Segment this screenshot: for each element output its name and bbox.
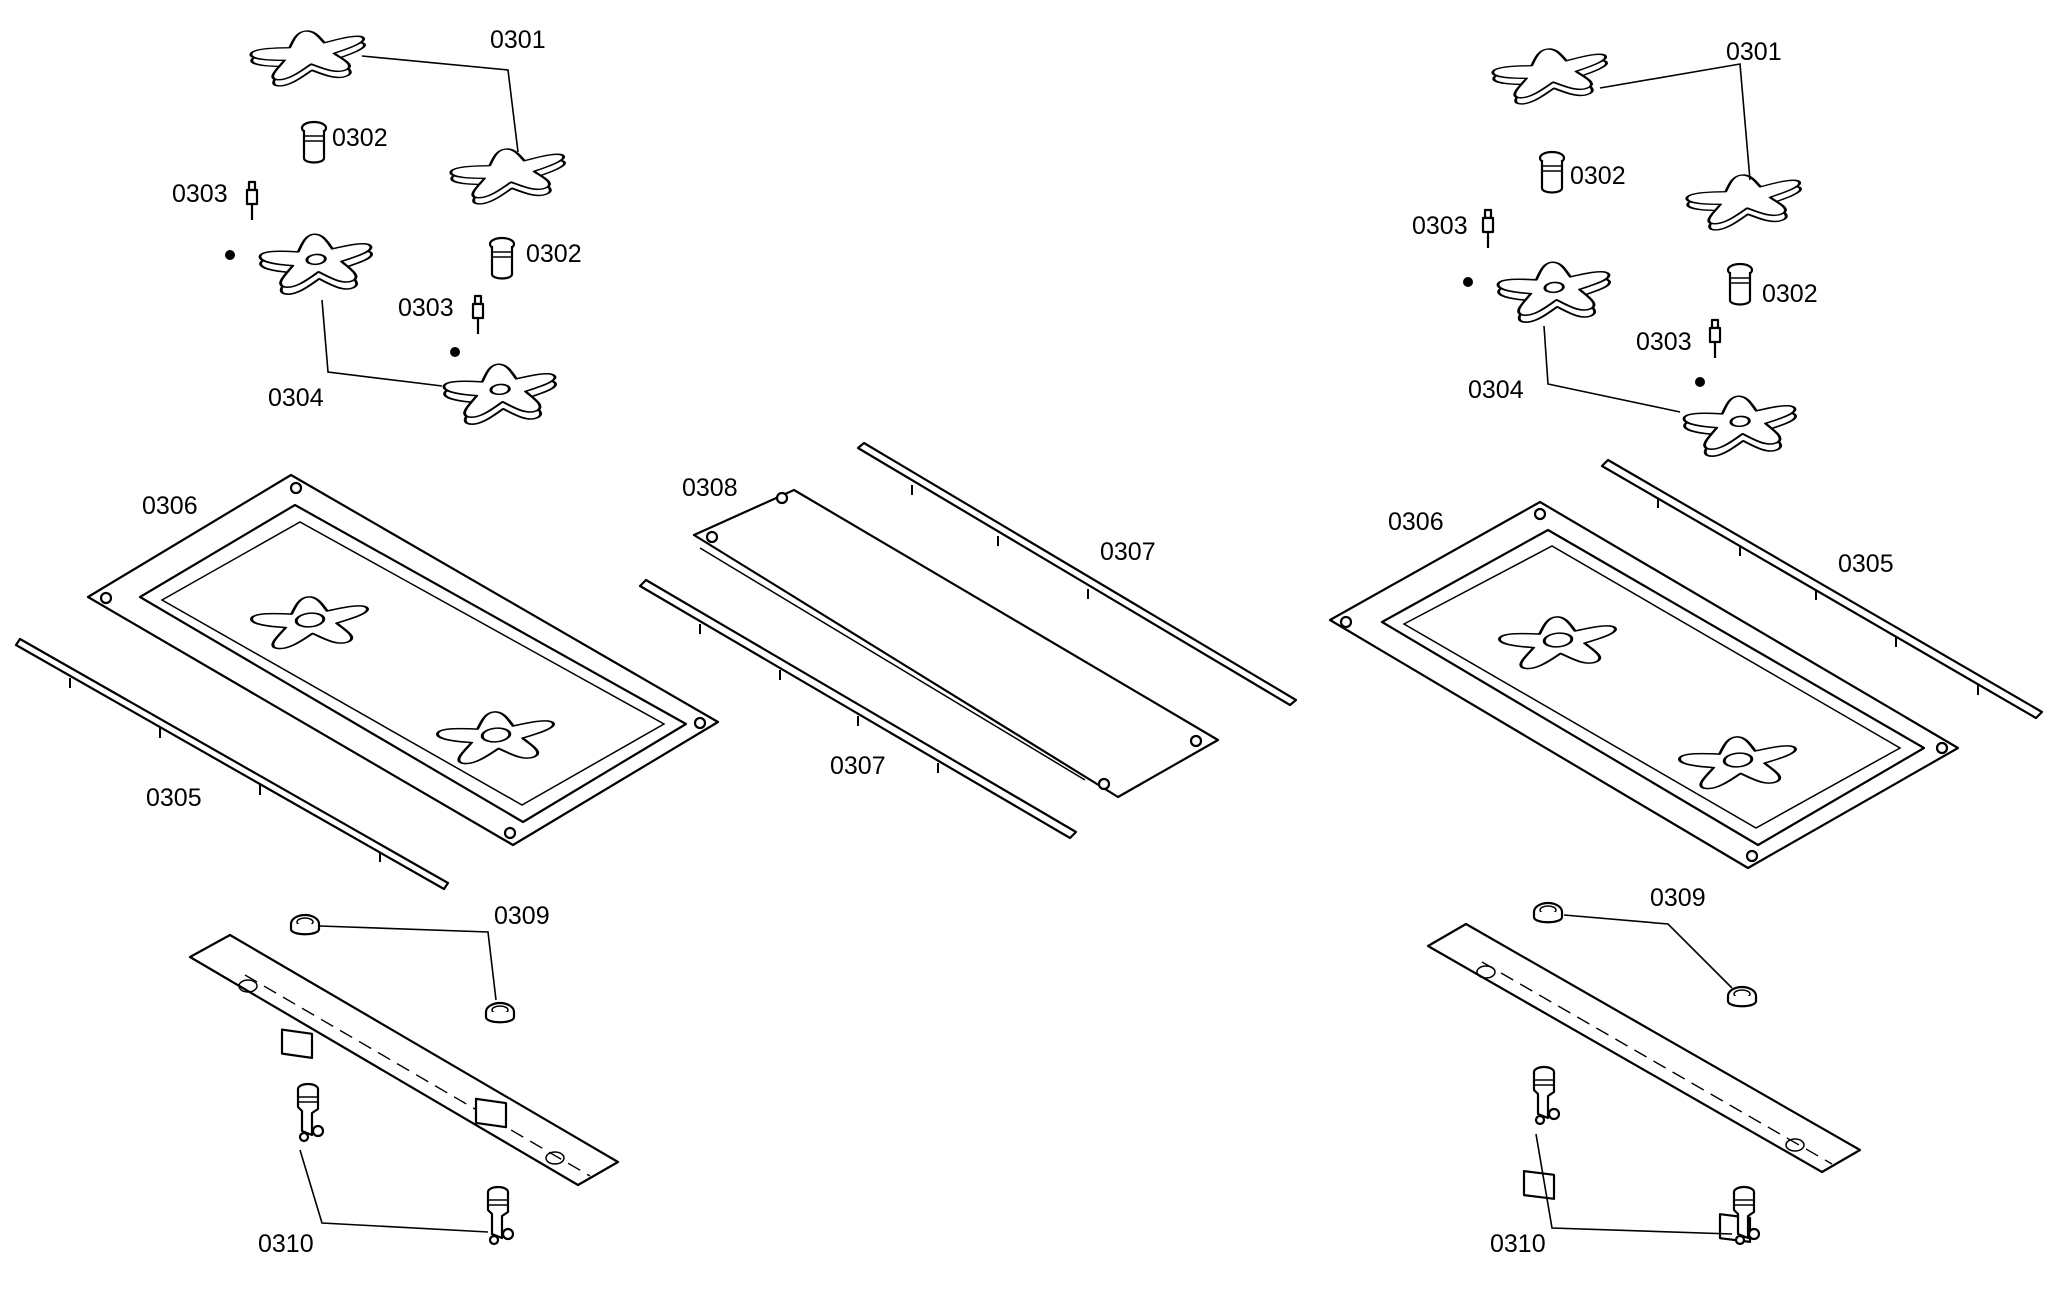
part-labels: 0301 0302 0303 0302 0303 0304 0306 0305 … bbox=[142, 26, 1894, 1258]
gas-valve-0310-right-a bbox=[1532, 1065, 1561, 1126]
leader-0304-right bbox=[1543, 325, 1681, 413]
leader-0310-right bbox=[1535, 1133, 1733, 1235]
electrode-cap-0302-right-a bbox=[1538, 150, 1566, 194]
burner-cap-0301-right-a bbox=[1489, 39, 1613, 109]
side-rail-0307-upper bbox=[856, 441, 1298, 707]
leader-0301-right bbox=[1599, 63, 1751, 181]
cover-plate-0308 bbox=[692, 488, 1220, 799]
support-bar-left bbox=[188, 933, 620, 1187]
label-0303-right-b: 0303 bbox=[1636, 328, 1692, 356]
label-0309-left: 0309 bbox=[494, 902, 550, 930]
label-0301-right: 0301 bbox=[1726, 38, 1782, 66]
electrode-cap-0302-left-b bbox=[488, 236, 516, 280]
label-0303-left-a: 0303 bbox=[172, 180, 228, 208]
thermocouple-pin-0303-left-a bbox=[245, 180, 259, 222]
label-0305-right: 0305 bbox=[1838, 550, 1894, 578]
ring-0309-right-a bbox=[1532, 901, 1564, 924]
label-0301-left: 0301 bbox=[490, 26, 546, 54]
ring-0309-left-a bbox=[289, 913, 321, 936]
burner-head-0304-right-a bbox=[1495, 255, 1614, 326]
leader-0301-left bbox=[361, 55, 519, 153]
support-bar-right bbox=[1426, 922, 1862, 1243]
burner-head-0304-right-b bbox=[1681, 389, 1800, 460]
label-0306-left: 0306 bbox=[142, 492, 198, 520]
label-0310-left: 0310 bbox=[258, 1230, 314, 1258]
label-0302-right-a: 0302 bbox=[1570, 162, 1626, 190]
side-rail-0305-right bbox=[1600, 458, 2044, 720]
label-0303-right-a: 0303 bbox=[1412, 212, 1468, 240]
leader-0309-right bbox=[1563, 914, 1733, 989]
label-0303-left-b: 0303 bbox=[398, 294, 454, 322]
burner-cap-0301-right-b bbox=[1683, 165, 1807, 235]
label-0302-right-b: 0302 bbox=[1762, 280, 1818, 308]
label-0306-right: 0306 bbox=[1388, 508, 1444, 536]
label-0308: 0308 bbox=[682, 474, 738, 502]
side-rail-0307-lower bbox=[638, 578, 1078, 840]
burner-tray-0306-left bbox=[86, 473, 720, 847]
ring-0309-left-b bbox=[484, 1001, 516, 1024]
left-assembly bbox=[14, 21, 720, 1246]
label-0304-left: 0304 bbox=[268, 384, 324, 412]
gas-valve-0310-left-a bbox=[296, 1082, 325, 1143]
label-0302-left-a: 0302 bbox=[332, 124, 388, 152]
leader-0304-left bbox=[321, 299, 443, 387]
label-0307-upper: 0307 bbox=[1100, 538, 1156, 566]
label-0309-right: 0309 bbox=[1650, 884, 1706, 912]
leader-0309-left bbox=[319, 925, 497, 1001]
burner-tray-0306-right bbox=[1328, 500, 1960, 870]
gas-valve-0310-right-b bbox=[1732, 1185, 1761, 1246]
burner-head-0304-left-b bbox=[441, 357, 560, 428]
burner-head-0304-left-a bbox=[257, 227, 376, 298]
thermocouple-pin-0303-right-a bbox=[1481, 208, 1495, 250]
electrode-cap-0302-right-b bbox=[1726, 262, 1754, 306]
gas-valve-0310-left-b bbox=[486, 1185, 515, 1246]
label-0305-left: 0305 bbox=[146, 784, 202, 812]
right-assembly bbox=[1328, 39, 2044, 1246]
burner-cap-0301-left-a bbox=[247, 21, 371, 91]
leader-0310-left bbox=[299, 1149, 489, 1233]
center-assembly bbox=[638, 441, 1298, 840]
thermocouple-pin-0303-left-b bbox=[471, 294, 485, 336]
label-0310-right: 0310 bbox=[1490, 1230, 1546, 1258]
label-0307-lower: 0307 bbox=[830, 752, 886, 780]
label-0302-left-b: 0302 bbox=[526, 240, 582, 268]
label-0304-right: 0304 bbox=[1468, 376, 1524, 404]
side-rail-0305-left bbox=[14, 637, 450, 891]
thermocouple-pin-0303-right-b bbox=[1708, 318, 1722, 360]
ring-0309-right-b bbox=[1726, 985, 1758, 1008]
burner-cap-0301-left-b bbox=[447, 139, 571, 209]
electrode-cap-0302-left-a bbox=[300, 120, 328, 164]
